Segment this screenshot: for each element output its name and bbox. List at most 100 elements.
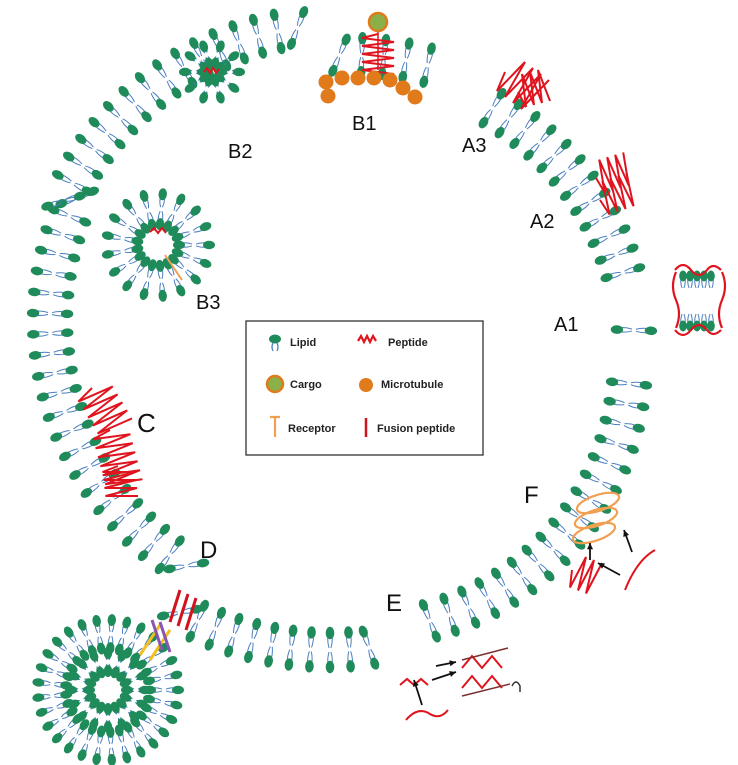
lipid-head xyxy=(204,638,214,651)
lipid-head xyxy=(159,523,171,535)
lipid-head xyxy=(632,423,645,433)
c-peptide xyxy=(92,429,143,486)
lipid-head xyxy=(154,562,165,575)
lipid-head xyxy=(132,498,144,509)
lipid-head xyxy=(42,649,54,659)
lipid-head xyxy=(618,224,631,234)
lipid-head xyxy=(170,47,180,60)
lipid-head xyxy=(496,88,507,100)
lipid-head xyxy=(579,469,592,480)
a1-peptide-pore-cluster xyxy=(671,263,727,337)
lipid-head xyxy=(404,37,414,50)
lipid-head xyxy=(258,46,268,59)
lipid-head xyxy=(199,258,212,268)
f-arrow-head xyxy=(623,530,630,537)
c-peptide xyxy=(102,465,138,497)
lipid-head xyxy=(299,6,309,19)
lipid-head xyxy=(325,660,335,674)
lipid-head xyxy=(35,707,48,717)
lipid-head xyxy=(134,251,146,261)
lipid-head xyxy=(92,614,101,627)
lipid-head xyxy=(626,444,639,454)
lipid-head xyxy=(288,624,298,637)
lipid-head xyxy=(27,329,40,339)
b1-cargo xyxy=(367,11,389,33)
lipid-head xyxy=(370,657,380,670)
lipid-head xyxy=(190,205,201,216)
legend-lipid-label: Lipid xyxy=(290,337,316,349)
legend-receptor-label: Receptor xyxy=(288,423,336,435)
b3-receptor xyxy=(164,254,183,281)
lipid-head xyxy=(51,636,63,647)
legend: Lipid Peptide Cargo Microtubule Receptor… xyxy=(245,320,484,456)
lipid-head xyxy=(559,555,571,567)
lipid-head xyxy=(633,263,646,273)
lipid-head xyxy=(179,67,191,77)
lipid-head xyxy=(152,59,163,71)
lipid-head xyxy=(30,266,44,276)
lipid-head xyxy=(66,663,78,674)
lipid-head xyxy=(155,259,165,272)
lipid-head xyxy=(61,328,74,338)
lipid-head xyxy=(626,243,639,253)
lipid-head xyxy=(176,284,186,297)
lipid-head xyxy=(173,240,185,250)
lipid-head xyxy=(600,273,613,283)
b1-cargo-transport xyxy=(318,11,423,105)
legend-peptide-label: Peptide xyxy=(388,337,428,349)
e-peptide xyxy=(405,709,449,721)
lipid-head xyxy=(139,685,151,695)
lipid-head xyxy=(121,685,133,695)
lipid-head xyxy=(121,535,133,547)
lipid-head xyxy=(128,658,140,670)
lipid-head xyxy=(51,733,63,744)
lipid-head xyxy=(490,607,501,619)
lipid-head xyxy=(521,544,533,556)
lipid-head xyxy=(28,287,41,297)
lipid-head xyxy=(145,511,157,523)
lipid-head xyxy=(284,658,294,671)
lipid-head xyxy=(80,487,93,498)
label-e: E xyxy=(386,590,402,617)
lipid-head xyxy=(679,320,687,332)
lipid-head xyxy=(128,710,140,722)
lipid-head xyxy=(110,701,120,714)
lipid-head xyxy=(158,188,167,201)
lipid-head xyxy=(609,205,622,216)
lipid-head xyxy=(68,699,80,709)
legend-microtubule-label: Microtubule xyxy=(381,379,443,391)
lipid-head xyxy=(103,703,113,715)
lipid-head xyxy=(170,700,183,710)
lipid-head xyxy=(171,248,184,258)
lipid-head xyxy=(140,222,151,234)
lipid-head xyxy=(305,660,314,673)
f-free-peptide xyxy=(624,549,656,591)
lipid-head xyxy=(107,614,116,627)
lipid-head xyxy=(270,621,280,635)
lipid-head xyxy=(185,630,195,643)
lipid-head xyxy=(59,451,71,462)
lipid-head xyxy=(172,685,184,695)
lipid-head xyxy=(286,37,297,50)
lipid-head xyxy=(228,51,240,62)
lipid-head xyxy=(196,558,210,568)
b2-invagination xyxy=(179,40,245,104)
lipid-head xyxy=(119,678,132,688)
lipid-head xyxy=(165,714,178,724)
lipid-head xyxy=(107,753,116,765)
lipid-head xyxy=(341,33,351,46)
lipid-head xyxy=(136,671,148,681)
a3-peptide xyxy=(517,69,551,108)
f-arrow-head xyxy=(586,543,594,550)
lipid-head xyxy=(117,650,127,662)
lipid-head xyxy=(79,719,90,731)
b1-microtubule xyxy=(350,70,366,86)
legend-lipid-icon xyxy=(269,334,281,352)
d-purple-bundle xyxy=(158,621,172,653)
lipid-head xyxy=(147,259,157,272)
d-fusion-peptide xyxy=(184,597,198,631)
lipid-head xyxy=(439,592,449,605)
lipid-head xyxy=(62,347,75,356)
lipid-head xyxy=(165,656,178,666)
lipid-head xyxy=(686,270,694,282)
